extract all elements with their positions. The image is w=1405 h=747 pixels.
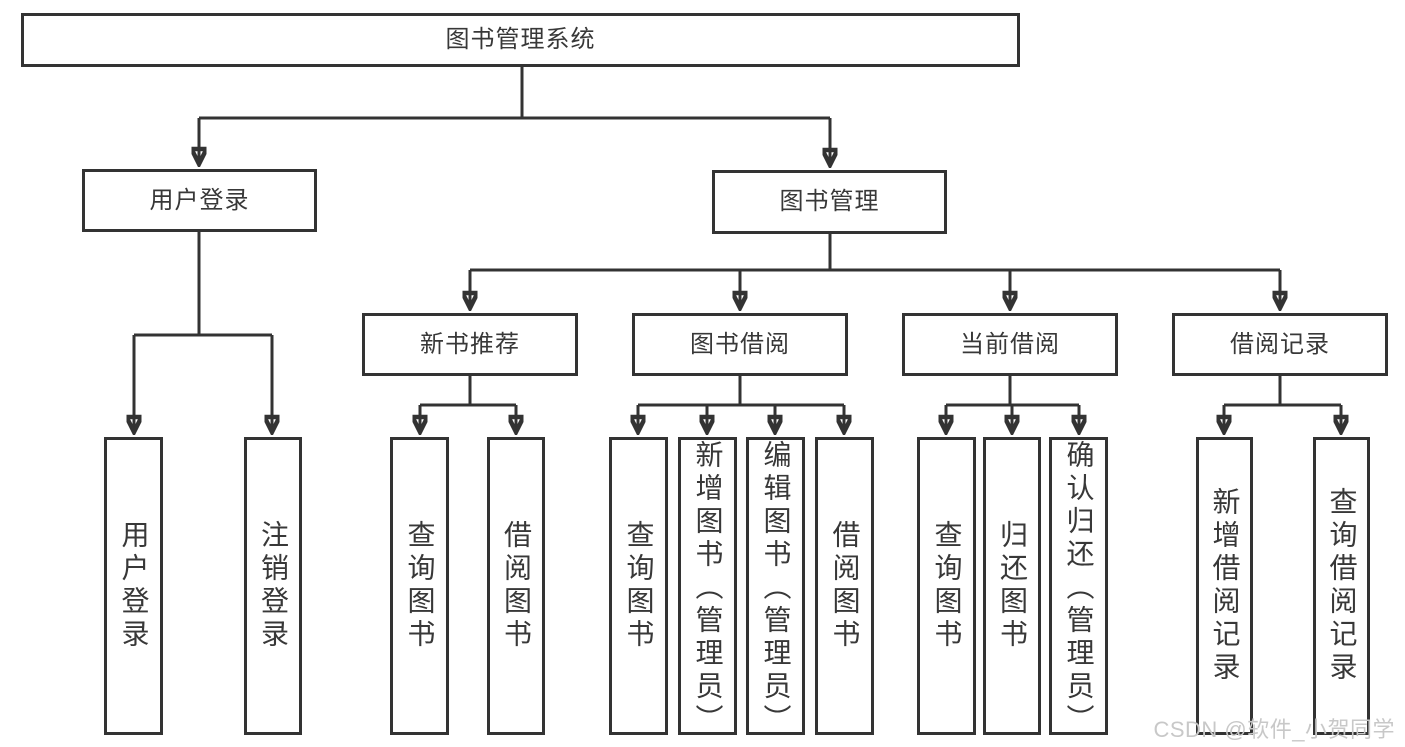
leaf-query-books-borrow: 查询图书 bbox=[609, 437, 668, 735]
leaf-edit-books-admin: 编辑图书（管理员） bbox=[746, 437, 805, 737]
leaf-query-borrow-record: 查询借阅记录 bbox=[1313, 437, 1370, 735]
leaf-return-books: 归还图书 bbox=[983, 437, 1041, 735]
leaf-confirm-return-admin: 确认归还（管理员） bbox=[1049, 437, 1108, 737]
leaf-borrow-books-recommend: 借阅图书 bbox=[487, 437, 545, 735]
node-current-borrow: 当前借阅 bbox=[902, 313, 1118, 376]
leaf-query-books-recommend: 查询图书 bbox=[390, 437, 449, 735]
csdn-watermark: CSDN @软件_小贺同学 bbox=[1153, 717, 1395, 742]
node-book-borrow: 图书借阅 bbox=[632, 313, 848, 376]
leaf-query-books-current: 查询图书 bbox=[917, 437, 976, 735]
leaf-add-books-admin: 新增图书（管理员） bbox=[678, 437, 737, 737]
node-user-login: 用户登录 bbox=[82, 169, 317, 232]
leaf-add-borrow-record: 新增借阅记录 bbox=[1196, 437, 1253, 735]
leaf-user-login: 用户登录 bbox=[104, 437, 163, 735]
node-borrow-records: 借阅记录 bbox=[1172, 313, 1388, 376]
node-root: 图书管理系统 bbox=[21, 13, 1020, 67]
leaf-borrow-books: 借阅图书 bbox=[815, 437, 874, 735]
node-new-book-recommend: 新书推荐 bbox=[362, 313, 578, 376]
node-book-management: 图书管理 bbox=[712, 170, 947, 234]
leaf-logout: 注销登录 bbox=[244, 437, 302, 735]
